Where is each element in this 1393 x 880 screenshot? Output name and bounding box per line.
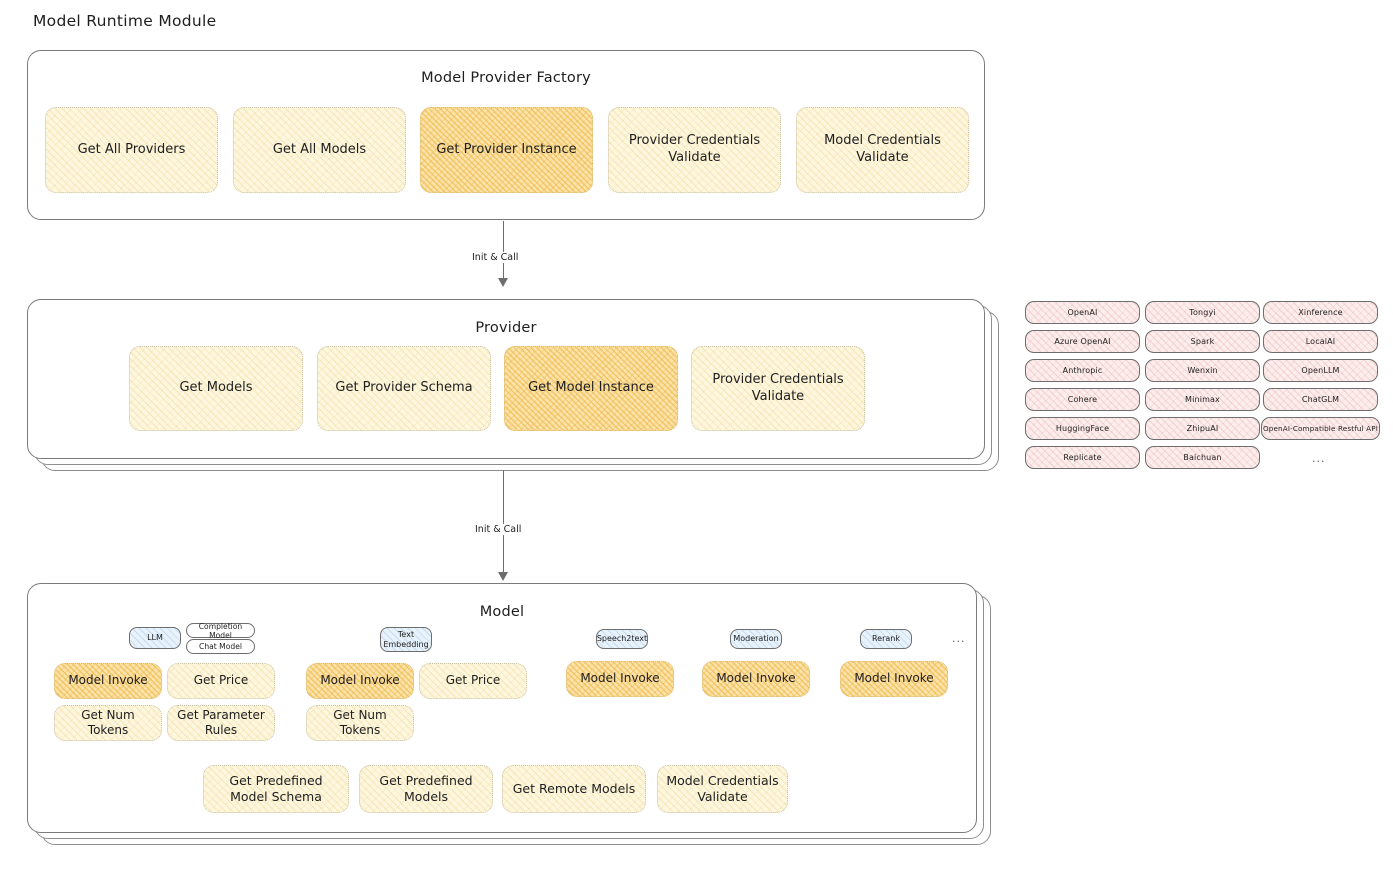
provider-tag-zhipuai[interactable]: ZhipuAI <box>1145 417 1260 440</box>
provider-tag-azure-openai[interactable]: Azure OpenAI <box>1025 330 1140 353</box>
model-shared-get-predefined-models[interactable]: Get Predefined Models <box>359 765 493 813</box>
provider-list-more: ... <box>1312 452 1326 465</box>
provider-card-provider-credentials-validate[interactable]: Provider Credentials Validate <box>691 346 865 431</box>
provider-card-get-model-instance[interactable]: Get Model Instance <box>504 346 678 431</box>
arrow-factory-to-provider-label: Init & Call <box>469 252 522 263</box>
text-embedding-method-model-invoke[interactable]: Model Invoke <box>306 663 414 699</box>
model-type-tag-rerank[interactable]: Rerank <box>860 629 912 649</box>
provider-tag-baichuan[interactable]: Baichuan <box>1145 446 1260 469</box>
provider-tag-minimax[interactable]: Minimax <box>1145 388 1260 411</box>
model-subtype-tag-completion-model[interactable]: Completion Model <box>186 622 255 640</box>
arrow-factory-to-provider-head <box>498 278 508 287</box>
llm-method-model-invoke[interactable]: Model Invoke <box>54 663 162 699</box>
model-type-tag-text-embedding[interactable]: Text Embedding <box>380 627 432 652</box>
rerank-method-model-invoke[interactable]: Model Invoke <box>840 661 948 697</box>
text-embedding-method-get-price[interactable]: Get Price <box>419 663 527 699</box>
model-title: Model <box>479 604 525 620</box>
provider-tag-spark[interactable]: Spark <box>1145 330 1260 353</box>
provider-tag-wenxin[interactable]: Wenxin <box>1145 359 1260 382</box>
model-shared-model-credentials-validate[interactable]: Model Credentials Validate <box>657 765 788 813</box>
provider-tag-openai[interactable]: OpenAI <box>1025 301 1140 324</box>
provider-tag-openai-compatible-restful-api[interactable]: OpenAI-Compatible Restful API <box>1261 417 1380 440</box>
factory-card-get-all-models[interactable]: Get All Models <box>233 107 406 193</box>
provider-tag-xinference[interactable]: Xinference <box>1263 301 1378 324</box>
provider-tag-chatglm[interactable]: ChatGLM <box>1263 388 1378 411</box>
model-shared-get-predefined-model-schema[interactable]: Get Predefined Model Schema <box>203 765 349 813</box>
provider-tag-tongyi[interactable]: Tongyi <box>1145 301 1260 324</box>
moderation-method-model-invoke[interactable]: Model Invoke <box>702 661 810 697</box>
provider-card-get-provider-schema[interactable]: Get Provider Schema <box>317 346 491 431</box>
model-shared-get-remote-models[interactable]: Get Remote Models <box>502 765 646 813</box>
page-title: Model Runtime Module <box>33 12 217 30</box>
factory-card-provider-credentials-validate[interactable]: Provider Credentials Validate <box>608 107 781 193</box>
model-provider-factory-title: Model Provider Factory <box>421 70 591 86</box>
llm-method-get-num-tokens[interactable]: Get Num Tokens <box>54 705 162 741</box>
provider-tag-openllm[interactable]: OpenLLM <box>1263 359 1378 382</box>
arrow-provider-to-model-head <box>498 572 508 581</box>
speech2text-method-model-invoke[interactable]: Model Invoke <box>566 661 674 697</box>
provider-card-get-models[interactable]: Get Models <box>129 346 303 431</box>
provider-tag-replicate[interactable]: Replicate <box>1025 446 1140 469</box>
factory-card-get-all-providers[interactable]: Get All Providers <box>45 107 218 193</box>
provider-tag-huggingface[interactable]: HuggingFace <box>1025 417 1140 440</box>
text-embedding-method-get-num-tokens[interactable]: Get Num Tokens <box>306 705 414 741</box>
arrow-provider-to-model-label: Init & Call <box>472 524 525 535</box>
model-type-tag-llm[interactable]: LLM <box>129 627 181 649</box>
provider-tag-cohere[interactable]: Cohere <box>1025 388 1140 411</box>
provider-tag-anthropic[interactable]: Anthropic <box>1025 359 1140 382</box>
model-type-tag-speech2text[interactable]: Speech2text <box>596 629 648 649</box>
model-type-tag-moderation[interactable]: Moderation <box>730 629 782 649</box>
provider-tag-localai[interactable]: LocalAI <box>1263 330 1378 353</box>
provider-title: Provider <box>475 320 537 336</box>
factory-card-get-provider-instance[interactable]: Get Provider Instance <box>420 107 593 193</box>
llm-method-get-price[interactable]: Get Price <box>167 663 275 699</box>
llm-method-get-parameter-rules[interactable]: Get Parameter Rules <box>167 705 275 741</box>
model-types-more: ... <box>952 632 966 645</box>
model-subtype-tag-chat-model[interactable]: Chat Model <box>186 639 255 654</box>
factory-card-model-credentials-validate[interactable]: Model Credentials Validate <box>796 107 969 193</box>
